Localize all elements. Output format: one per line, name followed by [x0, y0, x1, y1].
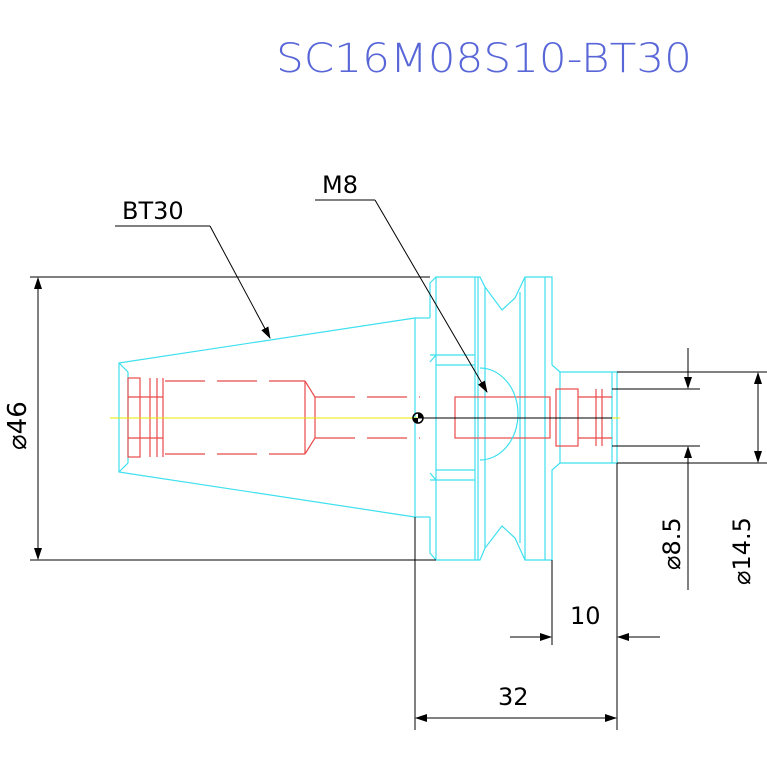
hidden-bore-lines	[165, 380, 420, 455]
outer-diameter-label: ⌀14.5	[728, 517, 756, 585]
drawing-title: SC16M08S10-BT30	[276, 36, 692, 82]
center-mark	[412, 412, 612, 424]
shank-length-label: 10	[570, 602, 601, 630]
inner-diameter-label: ⌀8.5	[658, 517, 686, 570]
flange-diameter-label: ⌀46	[3, 401, 33, 450]
inner-diameter-dimension	[612, 348, 700, 590]
cavity-arc	[479, 367, 519, 461]
shank-length-dimension	[510, 463, 660, 730]
taper-label: BT30	[122, 197, 184, 225]
overall-length-dimension	[414, 517, 617, 730]
taper-leader	[115, 225, 271, 339]
thread-leader	[315, 199, 488, 393]
outer-diameter-dimension	[617, 371, 767, 464]
thread-label: M8	[322, 171, 358, 199]
overall-length-label: 32	[498, 683, 529, 711]
flange-diameter-dimension	[30, 276, 436, 561]
